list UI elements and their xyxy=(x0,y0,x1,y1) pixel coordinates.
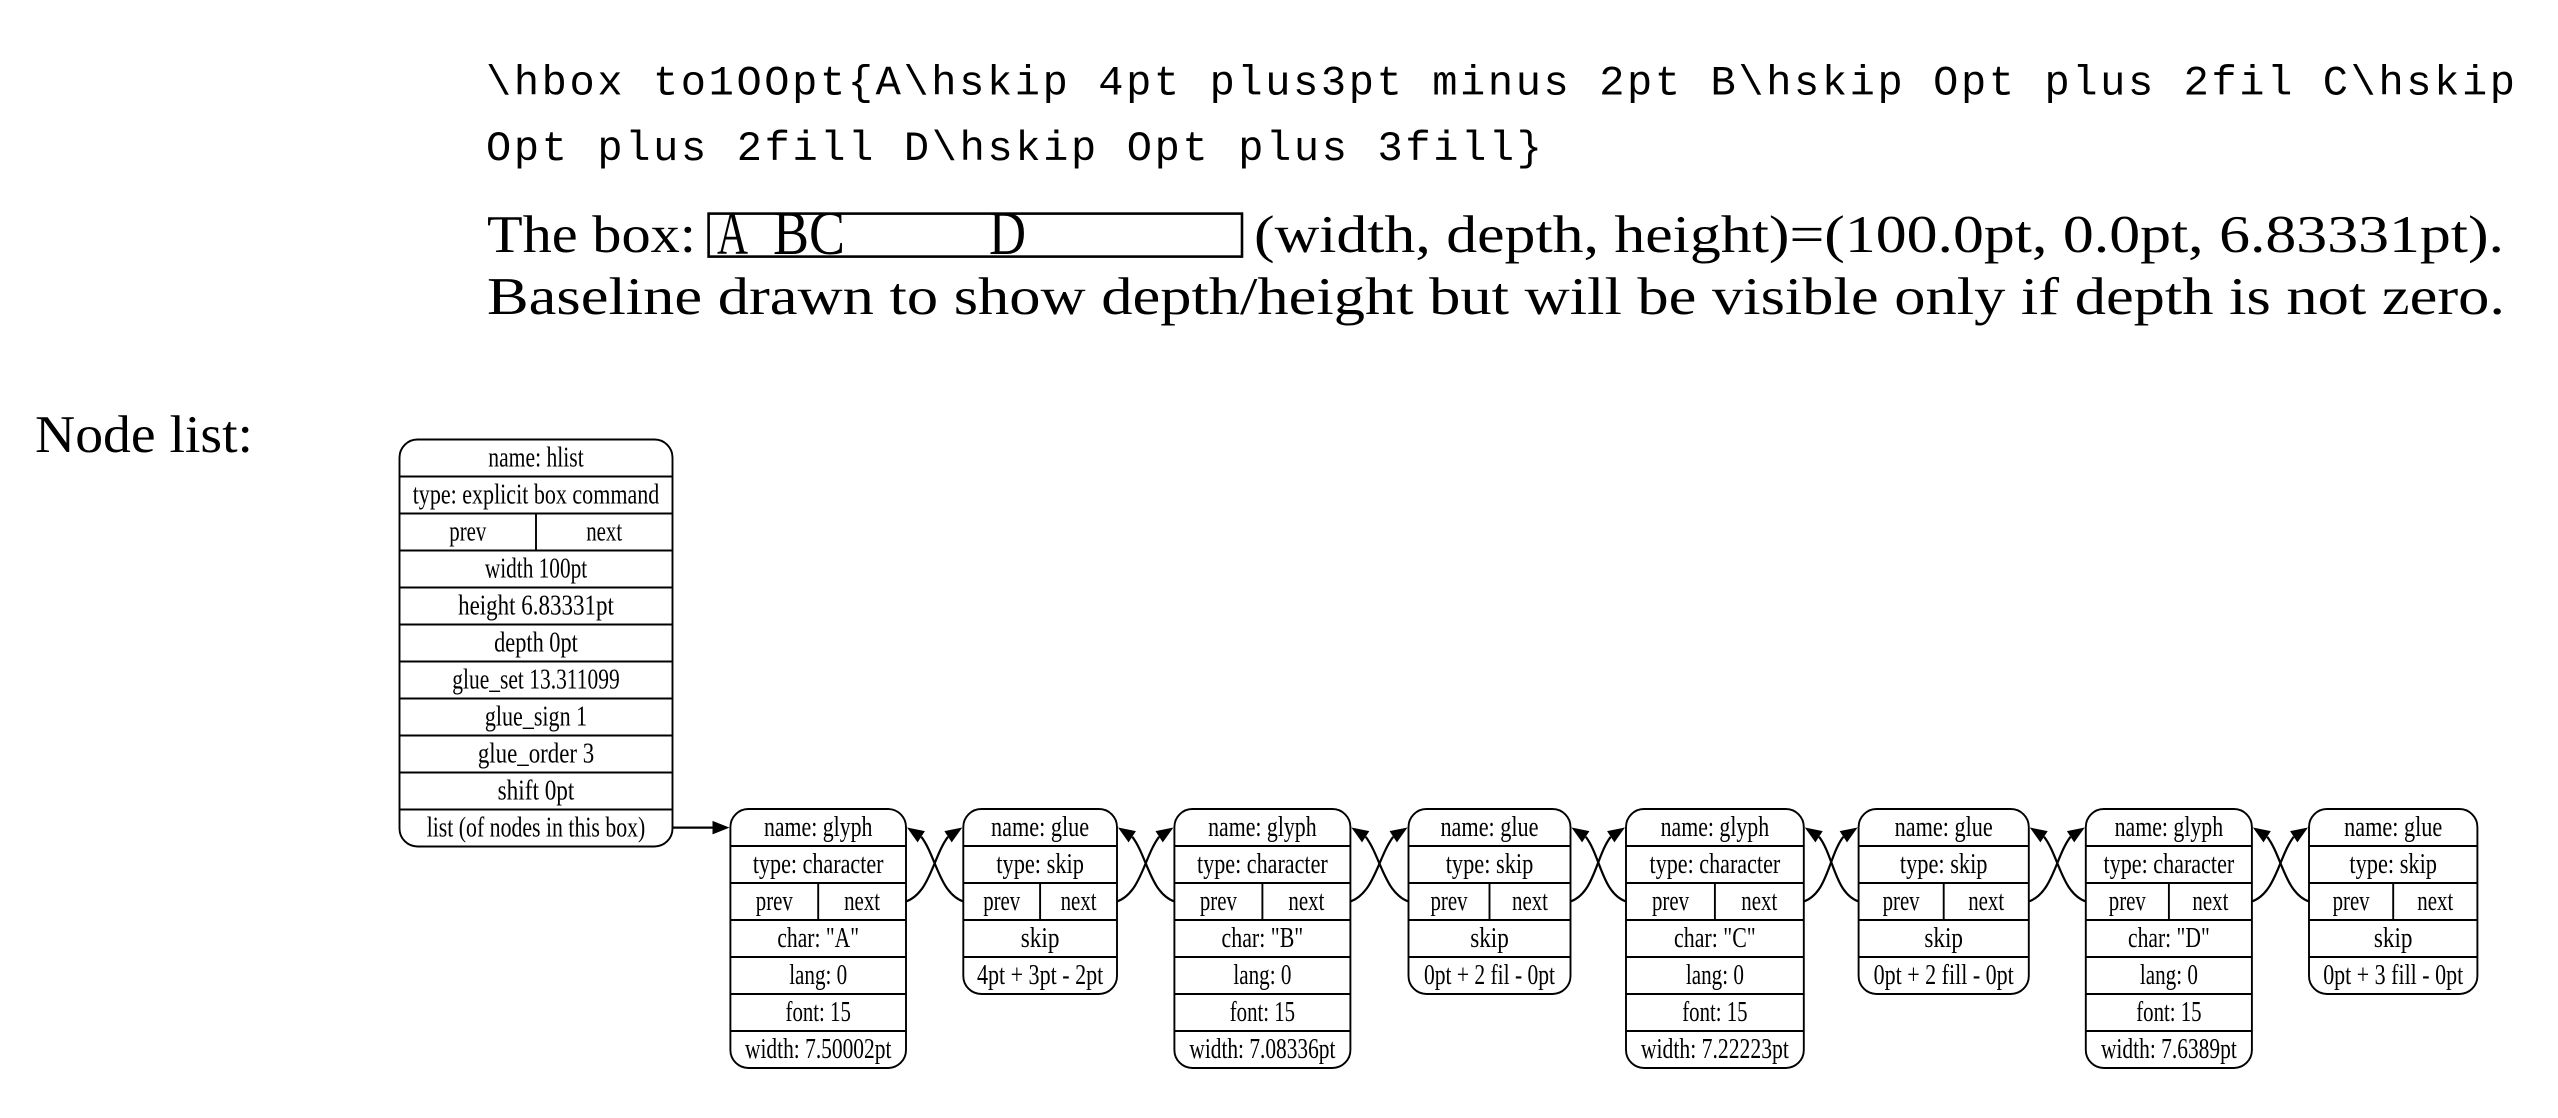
svg-text:name: glyph: name: glyph xyxy=(2115,812,2224,843)
svg-text:next: next xyxy=(586,517,622,548)
svg-text:prev: prev xyxy=(1883,886,1921,917)
svg-text:type: skip: type: skip xyxy=(996,849,1084,880)
svg-text:type: skip: type: skip xyxy=(1446,849,1534,880)
svg-text:skip: skip xyxy=(1021,923,1060,954)
svg-text:skip: skip xyxy=(1470,923,1509,954)
svg-text:glue_sign 1: glue_sign 1 xyxy=(485,702,587,733)
svg-text:type: character: type: character xyxy=(753,849,884,880)
svg-text:char: "D": char: "D" xyxy=(2128,923,2210,954)
svg-text:lang: 0: lang: 0 xyxy=(1233,960,1291,991)
svg-text:\hbox to1OOpt{A\hskip 4pt plus: \hbox to1OOpt{A\hskip 4pt plus3pt minus … xyxy=(486,59,2515,107)
svg-text:0pt + 3 fill - 0pt: 0pt + 3 fill - 0pt xyxy=(2323,960,2463,991)
svg-text:next: next xyxy=(1061,886,1097,917)
svg-text:next: next xyxy=(2192,886,2228,917)
svg-text:shift 0pt: shift 0pt xyxy=(498,776,575,807)
svg-text:skip: skip xyxy=(2374,923,2413,954)
svg-text:The box:: The box: xyxy=(487,206,696,264)
svg-text:font: 15: font: 15 xyxy=(1230,997,1295,1028)
svg-text:name: glyph: name: glyph xyxy=(1208,812,1317,843)
svg-text:0pt + 2 fil - 0pt: 0pt + 2 fil - 0pt xyxy=(1424,960,1555,991)
svg-text:name: glue: name: glue xyxy=(2344,812,2442,843)
svg-text:name: glyph: name: glyph xyxy=(1661,812,1770,843)
svg-text:type: character: type: character xyxy=(2104,849,2235,880)
svg-text:width: 7.22223pt: width: 7.22223pt xyxy=(1641,1034,1789,1065)
svg-text:prev: prev xyxy=(1431,886,1469,917)
svg-text:name: glyph: name: glyph xyxy=(764,812,873,843)
svg-text:prev: prev xyxy=(1652,886,1690,917)
svg-text:0pt + 2 fill - 0pt: 0pt + 2 fill - 0pt xyxy=(1874,960,2014,991)
svg-text:width 100pt: width 100pt xyxy=(485,554,587,585)
svg-text:char: "B": char: "B" xyxy=(1222,923,1304,954)
svg-text:prev: prev xyxy=(983,886,1021,917)
svg-text:next: next xyxy=(1968,886,2004,917)
svg-text:char: "C": char: "C" xyxy=(1674,923,1756,954)
svg-text:width: 7.08336pt: width: 7.08336pt xyxy=(1189,1034,1335,1065)
svg-text:type: skip: type: skip xyxy=(1900,849,1988,880)
svg-text:glue_set 13.311099: glue_set 13.311099 xyxy=(452,665,619,696)
svg-text:name: glue: name: glue xyxy=(991,812,1089,843)
svg-text:glue_order 3: glue_order 3 xyxy=(478,739,594,770)
svg-text:next: next xyxy=(844,886,880,917)
svg-text:prev: prev xyxy=(1200,886,1238,917)
svg-text:type: character: type: character xyxy=(1197,849,1328,880)
svg-text:next: next xyxy=(1288,886,1324,917)
svg-text:list (of nodes in this box): list (of nodes in this box) xyxy=(427,813,646,844)
svg-text:name: hlist: name: hlist xyxy=(488,443,583,474)
svg-text:lang: 0: lang: 0 xyxy=(1686,960,1744,991)
svg-text:prev: prev xyxy=(449,517,487,548)
svg-text:type: character: type: character xyxy=(1650,849,1781,880)
svg-text:lang: 0: lang: 0 xyxy=(789,960,847,991)
svg-text:type: skip: type: skip xyxy=(2349,849,2437,880)
svg-text:Node list:: Node list: xyxy=(35,406,253,464)
svg-text:A: A xyxy=(717,200,748,268)
svg-text:type: explicit box command: type: explicit box command xyxy=(413,480,660,511)
svg-text:font: 15: font: 15 xyxy=(786,997,851,1028)
svg-text:skip: skip xyxy=(1924,923,1963,954)
svg-text:char: "A": char: "A" xyxy=(777,923,859,954)
svg-text:BC: BC xyxy=(773,200,845,268)
svg-text:name: glue: name: glue xyxy=(1895,812,1993,843)
svg-text:prev: prev xyxy=(2109,886,2147,917)
svg-text:Baseline drawn to show depth/h: Baseline drawn to show depth/height but … xyxy=(487,268,2505,326)
svg-text:D: D xyxy=(989,200,1026,268)
svg-text:name: glue: name: glue xyxy=(1440,812,1538,843)
svg-text:4pt + 3pt - 2pt: 4pt + 3pt - 2pt xyxy=(977,960,1103,991)
svg-text:prev: prev xyxy=(756,886,794,917)
svg-text:height 6.83331pt: height 6.83331pt xyxy=(458,591,614,622)
svg-text:next: next xyxy=(1512,886,1548,917)
svg-text:width: 7.6389pt: width: 7.6389pt xyxy=(2101,1034,2237,1065)
svg-text:depth 0pt: depth 0pt xyxy=(494,628,578,659)
svg-text:font: 15: font: 15 xyxy=(2136,997,2201,1028)
svg-text:font: 15: font: 15 xyxy=(1682,997,1747,1028)
svg-text:next: next xyxy=(2417,886,2453,917)
svg-text:prev: prev xyxy=(2333,886,2371,917)
svg-text:width: 7.50002pt: width: 7.50002pt xyxy=(745,1034,891,1065)
svg-text:lang: 0: lang: 0 xyxy=(2140,960,2198,991)
svg-text:next: next xyxy=(1741,886,1777,917)
svg-text:(width, depth, height)=(100.0p: (width, depth, height)=(100.0pt, 0.0pt, … xyxy=(1254,206,2504,264)
